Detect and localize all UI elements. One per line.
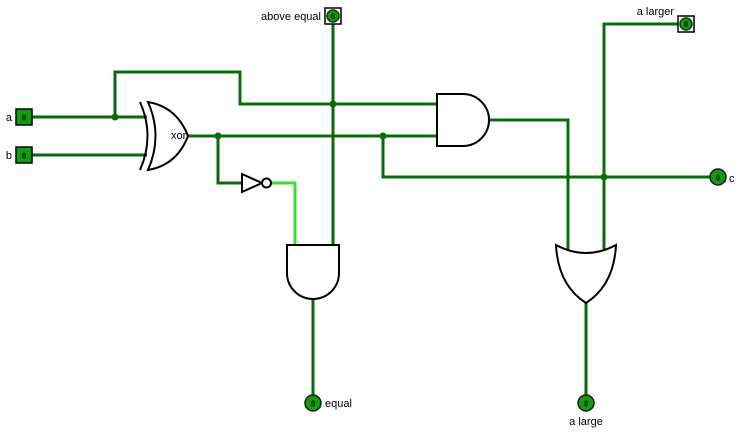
xor-gate-label: xor	[171, 130, 187, 142]
wire-a-bypass-to-and[interactable]	[113, 70, 437, 117]
gates: xor	[139, 93, 618, 305]
wire-junction-dot	[379, 132, 387, 140]
input-pin-a-body[interactable]	[15, 108, 33, 126]
output-pin-equal-body[interactable]	[304, 394, 322, 412]
input-pin-b[interactable]: 0 b	[6, 146, 33, 164]
wire-junction-dot	[600, 173, 608, 181]
wire-junction-dot	[214, 132, 222, 140]
not-gate[interactable]	[241, 172, 272, 194]
output-pin-equal-value: 0	[311, 400, 316, 409]
output-pin-c-body[interactable]	[709, 168, 727, 186]
output-pin-c-label: c	[729, 173, 735, 185]
output-pin-above-equal-label: above equal	[261, 11, 321, 23]
xor-gate-back-arc	[139, 101, 149, 171]
wire-branch-to-not-gate[interactable]	[216, 136, 242, 185]
or-gate[interactable]	[554, 243, 618, 305]
output-pin-above-equal-value: 0	[331, 12, 336, 21]
input-pin-a-value: 0	[22, 114, 27, 123]
output-pin-c-value: 0	[716, 174, 721, 183]
input-pin-a-label: a	[6, 112, 13, 124]
output-pin-equal-label: equal	[325, 398, 352, 410]
wire-junction-dot	[111, 113, 119, 121]
xor-gate-body[interactable]	[146, 100, 190, 172]
output-pin-a-larger-body[interactable]	[679, 17, 693, 31]
wire-a-larger-net[interactable]	[602, 22, 678, 253]
xor-gate[interactable]: xor	[139, 100, 190, 172]
and-gate-bottom[interactable]	[286, 244, 340, 300]
output-pin-equal[interactable]: 0 equal	[304, 394, 352, 412]
wire-junction-dot	[329, 100, 337, 108]
not-gate-bubble	[261, 177, 272, 189]
output-pin-a-larger[interactable]: 0 a larger	[637, 6, 695, 33]
output-pin-above-equal-body[interactable]	[326, 9, 340, 23]
wire-not-output-high[interactable]	[271, 181, 297, 245]
output-pin-above-equal[interactable]: 0 above equal	[261, 7, 342, 25]
output-pin-c[interactable]: 0 c	[709, 168, 735, 186]
input-pin-a[interactable]: 0 a	[6, 108, 33, 126]
not-gate-triangle[interactable]	[241, 172, 265, 194]
wire-branch-to-c-output[interactable]	[381, 136, 710, 179]
wires	[32, 22, 710, 395]
pins: 0 a 0 b 0 above equal 0 a larger 0 c	[6, 6, 735, 428]
output-pin-a-large-value: 0	[584, 400, 589, 409]
input-pin-b-body[interactable]	[15, 146, 33, 164]
input-pin-b-value: 0	[22, 152, 27, 161]
input-pin-b-label: b	[6, 150, 12, 162]
output-pin-a-large[interactable]: 0 a large	[569, 394, 603, 428]
and-gate-top[interactable]	[436, 93, 490, 147]
output-pin-a-large-body[interactable]	[577, 394, 595, 412]
wire-junctions	[111, 100, 608, 181]
output-pin-a-larger-value: 0	[684, 20, 689, 29]
output-pin-a-large-label: a large	[569, 416, 603, 428]
wire-and-output-to-or[interactable]	[489, 118, 570, 253]
output-pin-a-larger-label: a larger	[637, 6, 675, 18]
